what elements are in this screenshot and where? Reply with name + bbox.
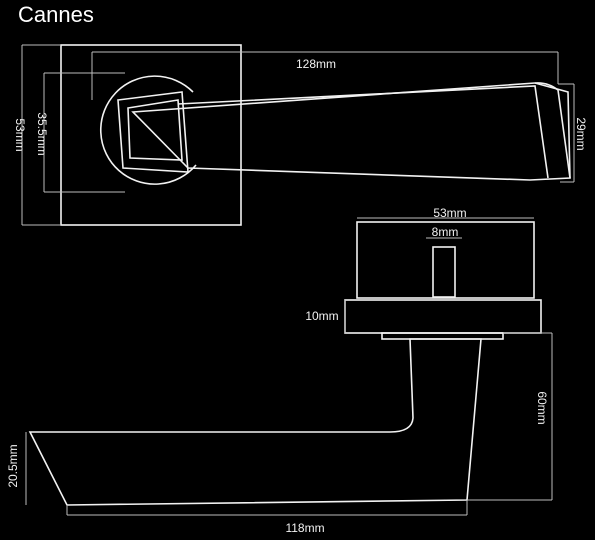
lever-neck	[117, 91, 189, 173]
dim-29: 29mm	[574, 117, 588, 150]
square-rose	[60, 44, 242, 226]
side-view	[28, 221, 542, 506]
front-view	[60, 44, 571, 226]
dim-35-5: 35.5mm	[35, 112, 49, 155]
diagram-title: Cannes	[18, 2, 94, 27]
lever-profile	[28, 338, 482, 506]
dim-128: 128mm	[296, 57, 336, 71]
rose-block	[356, 221, 535, 299]
dim-60: 60mm	[535, 391, 549, 424]
dim-53-front: 53mm	[13, 118, 27, 151]
spindle	[432, 246, 456, 298]
side-dimensions	[25, 217, 553, 516]
lever-tip	[534, 82, 571, 179]
round-rose	[99, 75, 197, 185]
base-collar	[381, 332, 504, 340]
dim-53-side: 53mm	[433, 206, 466, 220]
dim-10: 10mm	[305, 309, 338, 323]
dim-20-5: 20.5mm	[6, 444, 20, 487]
base-plate	[344, 299, 542, 334]
lever-neck-inner	[127, 99, 183, 161]
lever-arm	[131, 82, 571, 181]
lever-edge	[177, 85, 549, 179]
dim-118: 118mm	[285, 521, 324, 535]
dim-8: 8mm	[432, 225, 459, 239]
front-dimensions	[21, 44, 575, 226]
